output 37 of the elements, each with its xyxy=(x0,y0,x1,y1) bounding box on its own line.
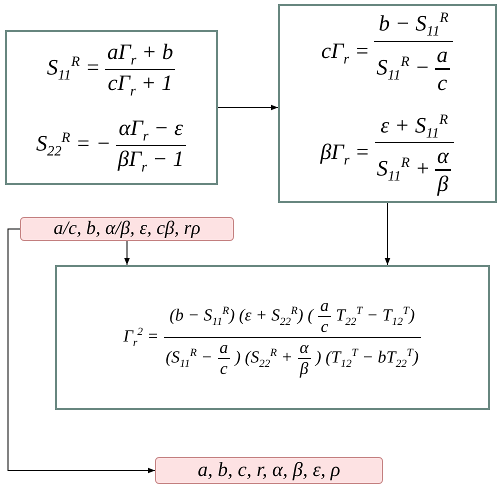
formula-term: βΓ$_{r}$ = xyxy=(319,138,371,170)
formula-term: S$_{11}$$^{R}$ + xyxy=(376,154,432,186)
formula-box xyxy=(55,265,490,410)
formula-term: ) (T$_{12}$$^{T}$ − bT$_{22}$$^{T}$) xyxy=(314,347,420,370)
formula-term: c xyxy=(320,316,330,337)
formula-term: aΓ$_{r}$ + b xyxy=(106,38,174,69)
formula-term: a xyxy=(436,42,449,68)
formula-term: c xyxy=(436,70,448,96)
formula-term: c xyxy=(218,359,229,380)
formula-box xyxy=(278,4,497,203)
formula-term: α xyxy=(298,338,310,358)
formula-term: β xyxy=(436,170,450,197)
parameter-box xyxy=(20,217,234,241)
formula-term: cΓ$_{r}$ + 1 xyxy=(106,70,174,100)
formula-term: αΓ$_{r}$ − ε xyxy=(118,114,184,145)
formula-term: βΓ$_{r}$ − 1 xyxy=(116,146,185,176)
formula-term: a xyxy=(319,296,330,316)
formula-box xyxy=(5,30,218,185)
arrow xyxy=(8,228,156,474)
formula-term: β xyxy=(298,359,310,380)
formula-term: α xyxy=(436,143,450,170)
parameter-box xyxy=(155,457,383,484)
formula-term: ) (S$_{22}$$^{R}$ + xyxy=(233,347,294,370)
parameter-list: a, b, c, r, α, β, ε, ρ xyxy=(196,459,342,482)
formula-term: a xyxy=(218,338,230,358)
arrow xyxy=(124,240,130,266)
formula-term: S$_{11}$$^{R}$ − xyxy=(375,54,431,84)
formula-term: cΓ$_{r}$ = xyxy=(320,38,370,68)
formula-term: (b − S$_{11}$$^{R}$) (ε + S$_{22}$$^{R}$) ( xyxy=(168,304,315,328)
parameter-list: a/c, b, α/β, ε, cβ, rρ xyxy=(52,218,202,240)
formula-term: (S$_{11}$$^{R}$ − xyxy=(164,347,214,370)
arrow xyxy=(218,104,278,110)
formula-term: Γ$_{r}$$^{2}$ = xyxy=(122,326,160,350)
formula-term: S$_{11}$$^{R}$ = xyxy=(46,54,102,85)
arrow xyxy=(384,202,390,266)
formula-term: S$_{22}$$^{R}$ = − xyxy=(35,130,112,161)
formula-term: T$_{22}$$^{T}$ − T$_{12}$$^{T}$) xyxy=(334,304,416,328)
